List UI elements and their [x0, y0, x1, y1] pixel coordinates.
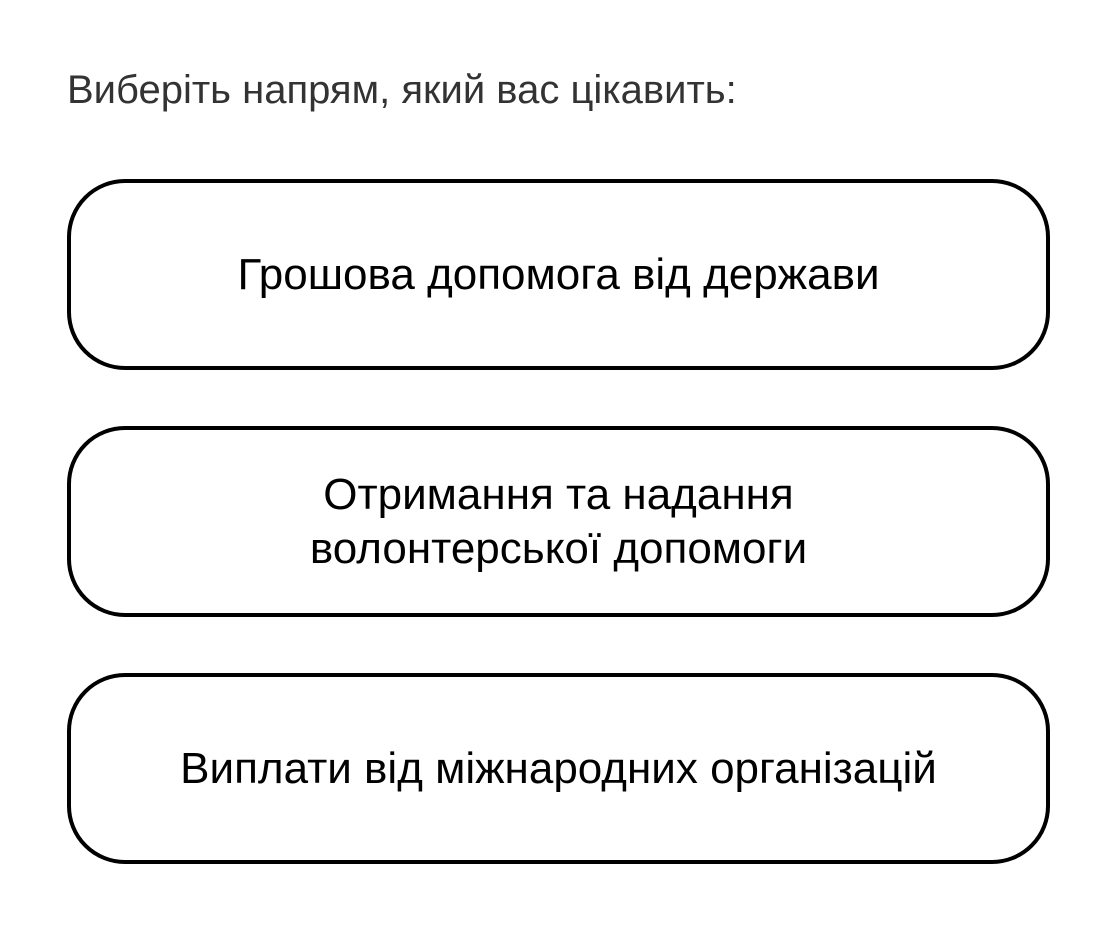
options-list: Грошова допомога від держави Отримання т…: [67, 179, 1050, 864]
option-label: Виплати від міжнародних організацій: [180, 743, 937, 793]
option-international-payments-button[interactable]: Виплати від міжнародних організацій: [67, 673, 1050, 864]
option-label: Отримання та надання волонтерської допом…: [309, 469, 808, 573]
option-volunteer-aid-button[interactable]: Отримання та надання волонтерської допом…: [67, 426, 1050, 617]
prompt-text: Виберіть напрям, який вас цікавить:: [67, 68, 737, 112]
option-label: Грошова допомога від держави: [237, 249, 880, 299]
option-state-financial-aid-button[interactable]: Грошова допомога від держави: [67, 179, 1050, 370]
